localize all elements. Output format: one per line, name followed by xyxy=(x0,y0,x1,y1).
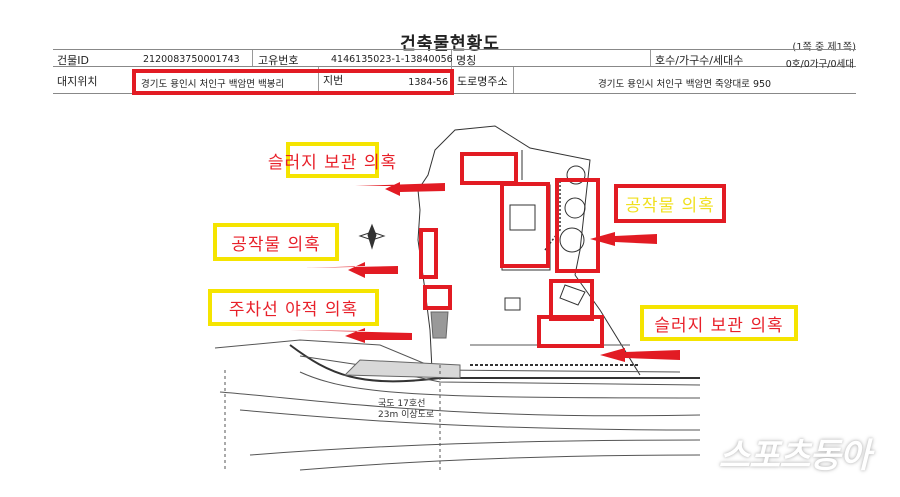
road-address-label: 도로명주소 xyxy=(457,75,508,88)
annotation-structure-left: 공작물 의혹 xyxy=(213,223,339,261)
page-info: (1쪽 중 제1쪽) xyxy=(792,42,856,53)
watermark-logo: 스포츠동아 xyxy=(718,436,871,476)
annotation-sludge-storage-left: 슬러지 보관 의혹 xyxy=(268,142,396,178)
site-label: 대지위치 xyxy=(57,75,98,88)
lot-label: 지번 xyxy=(323,74,344,87)
road-name-label: 국도 17호선 xyxy=(378,399,426,409)
compass-icon xyxy=(358,223,386,250)
highlight-sludge-area-2 xyxy=(549,279,594,321)
highlight-parking-area xyxy=(423,285,452,310)
road xyxy=(214,311,701,471)
highlight-structure-area-2 xyxy=(419,228,438,279)
table-divider xyxy=(53,66,856,67)
table-border-top xyxy=(53,49,856,50)
site-highlight-box xyxy=(132,69,454,95)
road-address-value: 경기도 용인시 처인구 백암면 죽양대로 950 xyxy=(598,79,772,90)
col-divider xyxy=(318,67,319,93)
arrow-structure-right xyxy=(590,232,657,246)
unique-no-label: 고유번호 xyxy=(258,54,299,67)
highlight-structure-area-1 xyxy=(555,178,600,273)
building-id-label: 건물ID xyxy=(57,54,89,67)
highlight-sludge-area-3 xyxy=(537,315,604,348)
highlight-building-area xyxy=(500,182,550,268)
col-divider xyxy=(513,67,514,93)
unique-no-value: 4146135023-1-13840056 xyxy=(331,54,453,65)
arrow-sludge-right xyxy=(600,348,680,362)
annotation-parking-stockpile: 주차선 야적 의혹 xyxy=(208,289,379,326)
arrow-sludge-left xyxy=(355,182,445,196)
col-divider xyxy=(650,50,651,66)
arrow-parking-left xyxy=(290,328,412,343)
table-border-bottom xyxy=(53,93,856,94)
annotation-structure-right: 공작물 의혹 xyxy=(614,184,726,223)
units-value: 0호/0가구/0세대 xyxy=(785,59,854,70)
road-width-label: 23m 이상도로 xyxy=(378,410,435,420)
col-divider xyxy=(252,50,253,66)
highlight-sludge-area-1 xyxy=(460,152,518,185)
name-label: 명칭 xyxy=(456,54,477,67)
annotation-arrows xyxy=(290,182,680,362)
units-label: 호수/가구수/세대수 xyxy=(655,54,744,67)
building-id-value: 2120083750001743 xyxy=(143,54,240,65)
lot-value: 1384-56 xyxy=(408,77,448,88)
annotation-sludge-storage-right: 슬러지 보관 의혹 xyxy=(640,305,798,341)
site-value: 경기도 용인시 처인구 백암면 백봉리 xyxy=(141,79,285,90)
arrow-structure-left xyxy=(305,262,398,278)
